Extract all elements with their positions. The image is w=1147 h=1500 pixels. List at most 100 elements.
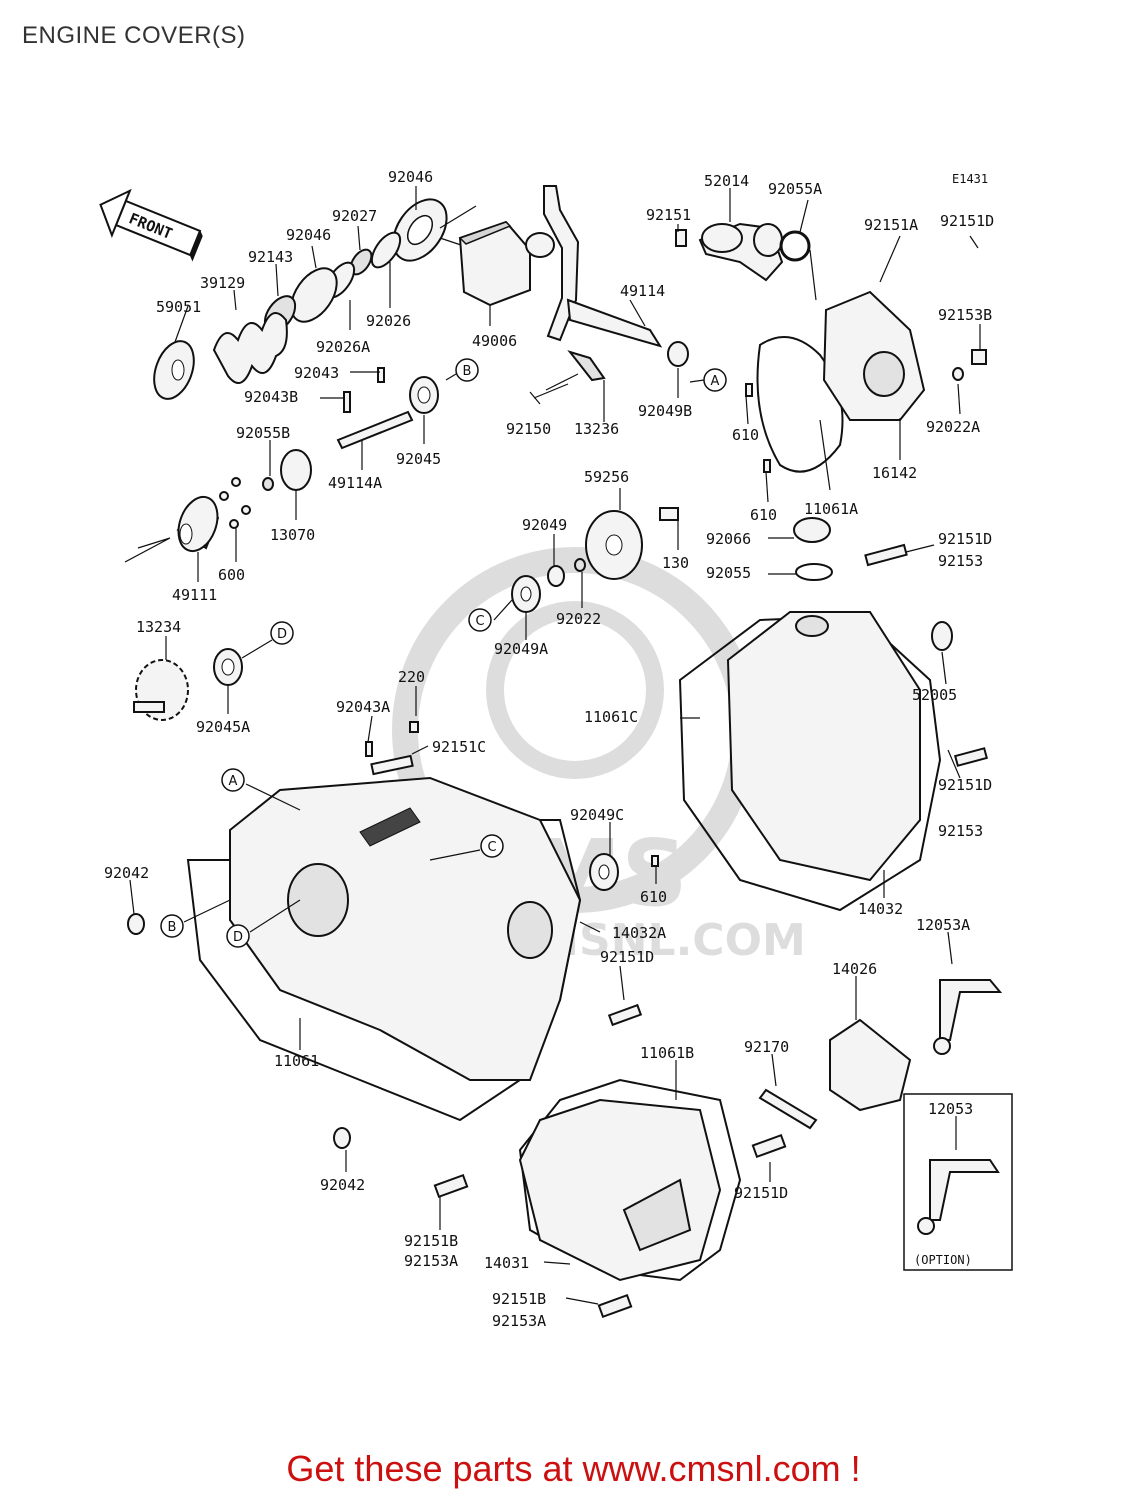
label-92045: 92045 — [396, 450, 441, 468]
option-box: (OPTION) — [903, 1093, 1013, 1271]
label-14026: 14026 — [832, 960, 877, 978]
ignition-cover-group — [433, 979, 1003, 1319]
label-130: 130 — [662, 554, 689, 572]
label-92151d: 92151D — [734, 1184, 788, 1202]
label-92055: 92055 — [706, 564, 751, 582]
label-92026: 92026 — [366, 312, 411, 330]
label-92151a: 92151A — [864, 216, 918, 234]
label-12053a: 12053A — [916, 916, 970, 934]
label-220: 220 — [398, 668, 425, 686]
promo-footer-link[interactable]: Get these parts at www.cmsnl.com ! — [286, 1448, 861, 1489]
svg-text:C: C — [487, 840, 496, 855]
label-92151b: 92151B — [404, 1232, 458, 1250]
label-92049b: 92049B — [638, 402, 692, 420]
label-92055a: 92055A — [768, 180, 822, 198]
callout-b-top: B — [455, 358, 479, 382]
label-92049: 92049 — [522, 516, 567, 534]
label-13234: 13234 — [136, 618, 181, 636]
label-49114a: 49114A — [328, 474, 382, 492]
kick-lever-group — [458, 185, 689, 405]
label-16142: 16142 — [872, 464, 917, 482]
label-92153b: 92153B — [938, 306, 992, 324]
kick-starter-group — [124, 198, 477, 721]
label-49006: 49006 — [472, 332, 517, 350]
label-600: 600 — [218, 566, 245, 584]
clutch-cover-group — [589, 611, 989, 912]
leader-lines — [129, 186, 981, 1305]
svg-text:D: D — [277, 627, 287, 642]
label-13070: 13070 — [270, 526, 315, 544]
label-92143: 92143 — [248, 248, 293, 266]
svg-text:B: B — [168, 920, 177, 935]
label-39129: 39129 — [200, 274, 245, 292]
label-92046: 92046 — [388, 168, 433, 186]
label-92151b: 92151B — [492, 1290, 546, 1308]
label-92170: 92170 — [744, 1038, 789, 1056]
label-49111: 49111 — [172, 586, 217, 604]
label-92153: 92153 — [938, 552, 983, 570]
label-610: 610 — [640, 888, 667, 906]
callout-c-bottom: C — [480, 834, 504, 858]
label-92066: 92066 — [706, 530, 751, 548]
label-11061a: 11061A — [804, 500, 858, 518]
page-title: ENGINE COVER(S) — [22, 22, 246, 49]
label-52014: 52014 — [704, 172, 749, 190]
svg-text:B: B — [463, 364, 472, 379]
label-92045a: 92045A — [196, 718, 250, 736]
label-92026a: 92026A — [316, 338, 370, 356]
label-92151: 92151 — [646, 206, 691, 224]
label-52005: 52005 — [912, 686, 957, 704]
pump-gear-group — [511, 507, 908, 613]
label-92151d: 92151D — [600, 948, 654, 966]
label-92153a: 92153A — [492, 1312, 546, 1330]
label-92049a: 92049A — [494, 640, 548, 658]
label-11061: 11061 — [274, 1052, 319, 1070]
label-59051: 59051 — [156, 298, 201, 316]
front-arrow-icon: FRONT — [99, 188, 203, 262]
diagram-code: E1431 — [952, 172, 988, 186]
label-14031: 14031 — [484, 1254, 529, 1272]
label-610: 610 — [732, 426, 759, 444]
label-14032a: 14032A — [612, 924, 666, 942]
svg-text:A: A — [711, 374, 720, 389]
label-11061c: 11061C — [584, 708, 638, 726]
label-14032: 14032 — [858, 900, 903, 918]
label-92151c: 92151C — [432, 738, 486, 756]
svg-text:D: D — [233, 930, 243, 945]
label-92151d: 92151D — [938, 530, 992, 548]
label-92027: 92027 — [332, 207, 377, 225]
callout-d-top: D — [270, 621, 294, 645]
callout-c-top: C — [468, 608, 492, 632]
label-92049c: 92049C — [570, 806, 624, 824]
label-12053: 12053 — [928, 1100, 973, 1118]
label-92022: 92022 — [556, 610, 601, 628]
callout-a-top: A — [703, 368, 727, 392]
label-92046: 92046 — [286, 226, 331, 244]
label-92043b: 92043B — [244, 388, 298, 406]
label-92151d: 92151D — [940, 212, 994, 230]
label-92042: 92042 — [104, 864, 149, 882]
svg-text:C: C — [475, 614, 484, 629]
label-92153: 92153 — [938, 822, 983, 840]
label-92150: 92150 — [506, 420, 551, 438]
svg-text:A: A — [229, 774, 238, 789]
callout-a-bottom: A — [221, 768, 245, 792]
label-11061b: 11061B — [640, 1044, 694, 1062]
label-92043: 92043 — [294, 364, 339, 382]
option-label: (OPTION) — [914, 1253, 972, 1267]
callout-b-bottom: B — [160, 914, 184, 938]
label-92151d: 92151D — [938, 776, 992, 794]
part-labels: 92046 92027 92046 92143 39129 59051 9202… — [104, 168, 994, 1330]
callout-d-bottom: D — [226, 924, 250, 948]
crankcase-cover-group — [127, 721, 643, 1149]
label-92042: 92042 — [320, 1176, 365, 1194]
label-92055b: 92055B — [236, 424, 290, 442]
water-pump-group — [675, 222, 987, 473]
label-92153a: 92153A — [404, 1252, 458, 1270]
label-610: 610 — [750, 506, 777, 524]
label-59256: 59256 — [584, 468, 629, 486]
label-92022a: 92022A — [926, 418, 980, 436]
label-49114: 49114 — [620, 282, 665, 300]
label-13236: 13236 — [574, 420, 619, 438]
